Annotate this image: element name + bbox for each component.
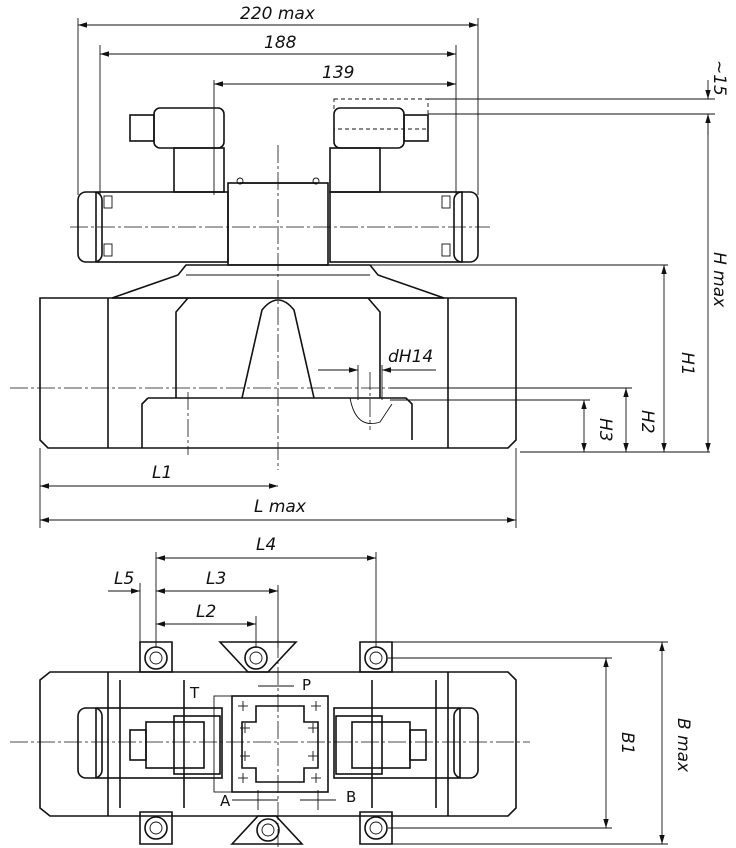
label-h2: H2 xyxy=(637,410,657,434)
label-l5: L5 xyxy=(114,569,134,589)
label-139: 139 xyxy=(322,63,354,83)
port-label-a: A xyxy=(220,792,231,810)
label-h3: H3 xyxy=(595,418,615,442)
front-view: 220 max 188 139 ~15 H max H1 H2 H3 dH14 … xyxy=(10,4,729,528)
label-220-max: 220 max xyxy=(240,4,316,24)
label-l3: L3 xyxy=(206,569,226,589)
label-b-max: B max xyxy=(673,718,693,773)
label-l4: L4 xyxy=(256,535,276,555)
label-dh14: dH14 xyxy=(388,347,433,367)
label-b1: B1 xyxy=(617,732,637,754)
port-label-t: T xyxy=(189,684,200,702)
label-l-max: L max xyxy=(254,497,307,517)
port-label-p: P xyxy=(302,676,311,694)
label-l2: L2 xyxy=(196,602,216,622)
label-tilde-15: ~15 xyxy=(709,60,729,96)
label-l1: L1 xyxy=(152,463,172,483)
plan-view: L4 L5 L3 L2 B1 B max T P A B xyxy=(10,535,693,848)
label-188: 188 xyxy=(264,33,297,53)
port-label-b: B xyxy=(346,788,356,806)
label-h1: H1 xyxy=(677,352,697,376)
label-h-max: H max xyxy=(709,252,729,308)
